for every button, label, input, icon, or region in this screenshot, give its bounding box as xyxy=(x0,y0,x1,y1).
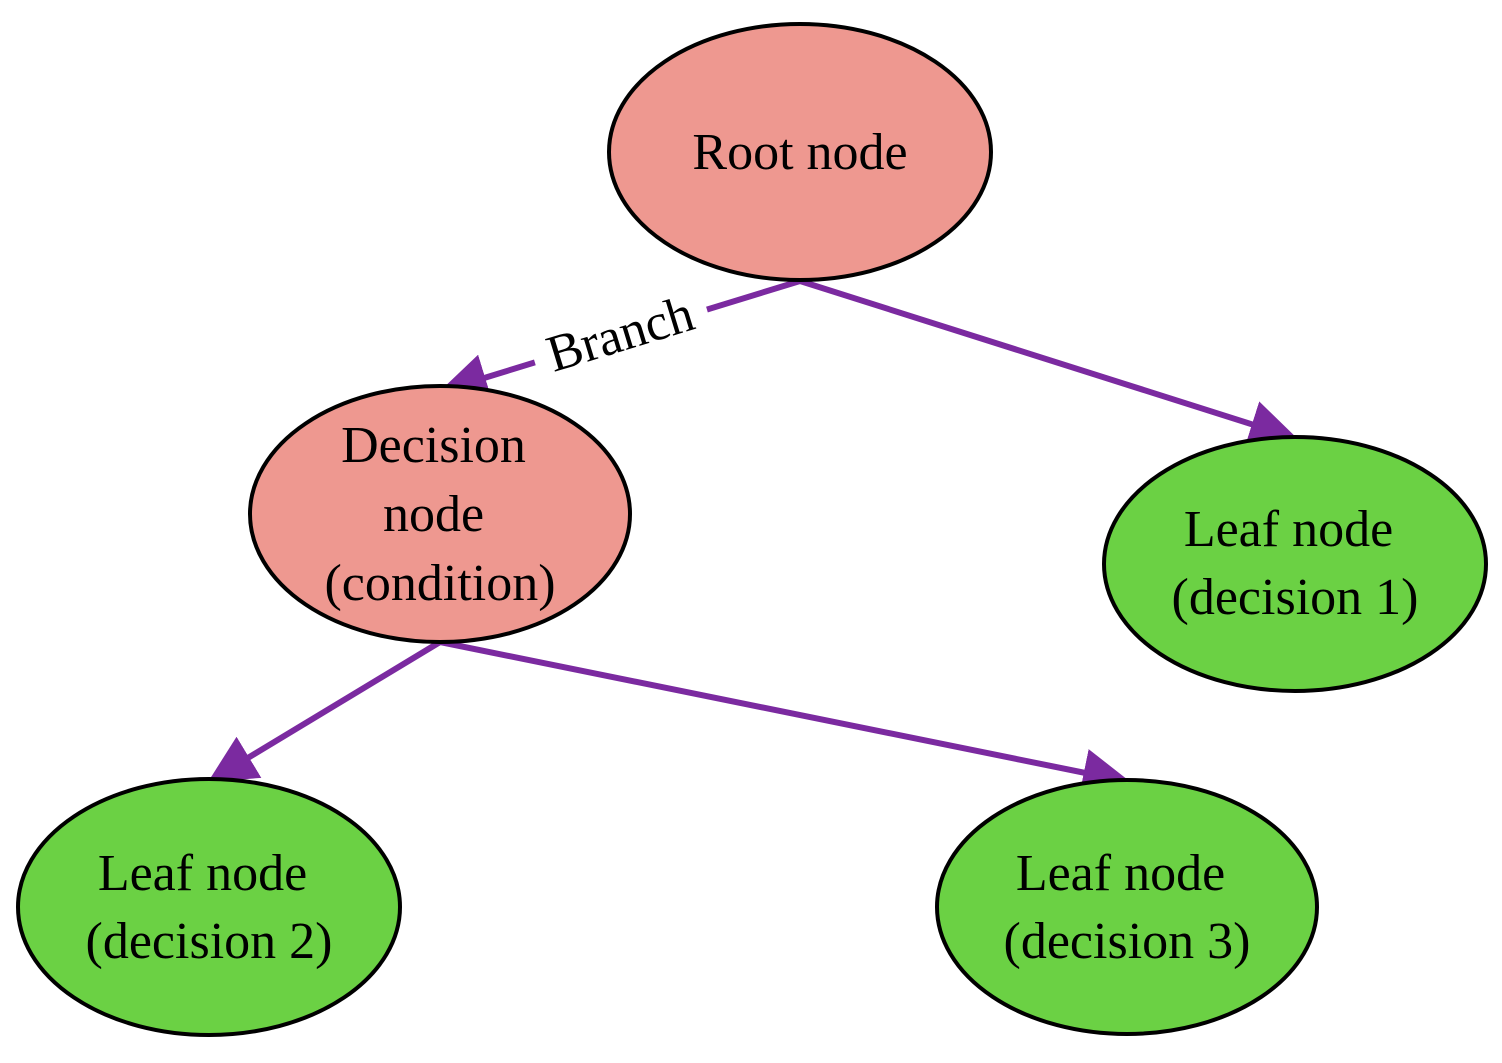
leaf-node-3-ellipse xyxy=(935,778,1319,1036)
decision-node-line-1: Decision xyxy=(341,417,526,474)
leaf-node-3-line-1: Leaf node xyxy=(1016,845,1225,902)
leaf-node-1-line-2: (decision 1) xyxy=(1172,569,1419,626)
leaf-node-3: Leaf node (decision 3) xyxy=(935,778,1319,1036)
leaf-node-2-line-1: Leaf node xyxy=(98,845,307,902)
decision-node-line-2: node xyxy=(383,486,484,543)
edge-decision-to-leaf2 xyxy=(207,639,442,783)
leaf-node-1-ellipse xyxy=(1102,435,1488,693)
leaf-node-2-label: Leaf node (decision 2) xyxy=(86,845,333,970)
root-node-label: Root node xyxy=(692,124,907,181)
branch-label-background xyxy=(524,275,714,386)
decision-node: Decision node (condition) xyxy=(248,384,632,644)
decision-node-line-3: (condition) xyxy=(324,555,555,612)
decision-node-label: Decision node (condition) xyxy=(324,417,555,612)
leaf-node-3-line-2: (decision 3) xyxy=(1004,913,1251,970)
root-node-line-1: Root node xyxy=(692,124,907,181)
root-node-ellipse xyxy=(607,22,993,282)
edge-decision-to-leaf3 xyxy=(439,639,1131,797)
decision-node-ellipse xyxy=(248,384,632,644)
leaf-node-1-label: Leaf node (decision 1) xyxy=(1172,501,1419,626)
root-node: Root node xyxy=(607,22,993,282)
leaf-node-3-label: Leaf node (decision 3) xyxy=(1004,845,1251,970)
leaf-node-2: Leaf node (decision 2) xyxy=(16,777,402,1037)
edge-root-to-leaf1 xyxy=(799,278,1298,448)
leaf-node-2-ellipse xyxy=(16,777,402,1037)
leaf-node-1: Leaf node (decision 1) xyxy=(1102,435,1488,693)
leaf-node-2-line-2: (decision 2) xyxy=(86,913,333,970)
leaf-node-1-line-1: Leaf node xyxy=(1184,501,1393,558)
